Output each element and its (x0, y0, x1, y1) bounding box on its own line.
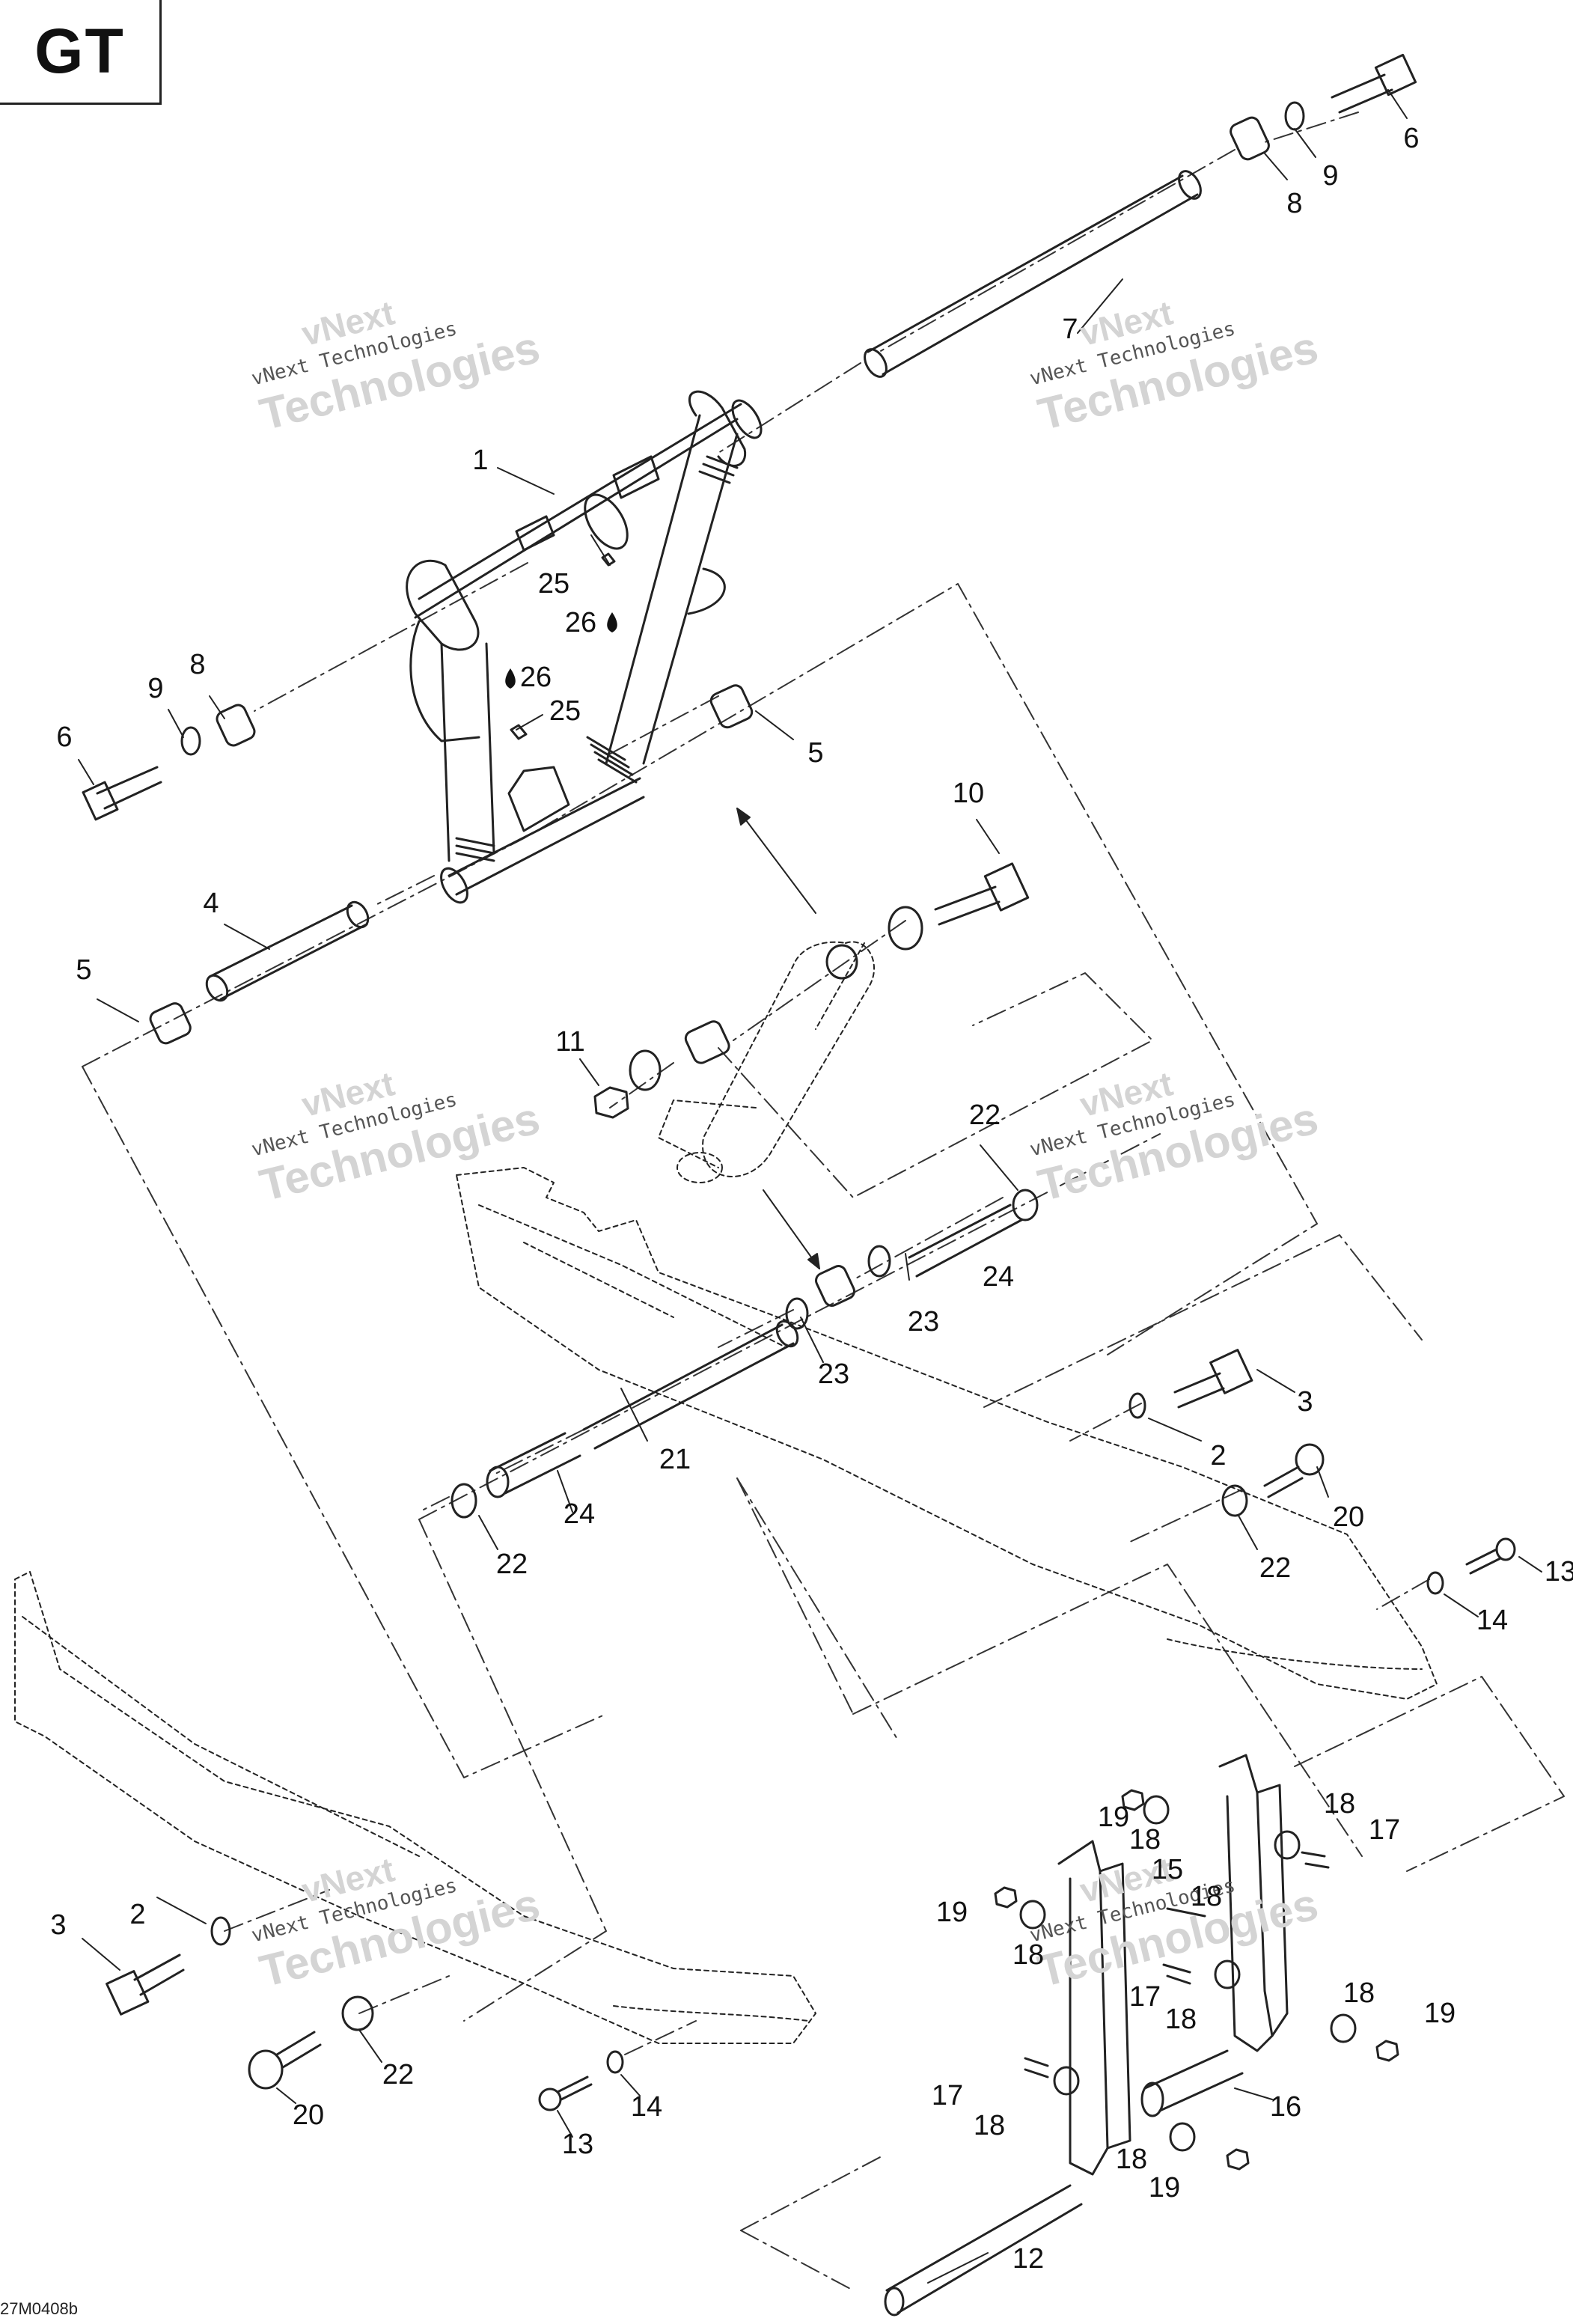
callout-15: 15 (1151, 1854, 1184, 1885)
callout-26: 26 (564, 607, 597, 638)
callout-3: 3 (1297, 1386, 1313, 1418)
rear-arm-shaft (450, 1189, 1039, 1519)
right-rail (456, 1167, 1438, 1700)
callout-14: 14 (630, 2091, 663, 2123)
callout-25: 25 (549, 695, 581, 727)
drawing-id: 27M0408b (0, 2299, 78, 2318)
callout-4: 4 (203, 888, 219, 919)
callout-2: 2 (1210, 1440, 1227, 1471)
callout-13: 13 (561, 2129, 594, 2160)
callout-21: 21 (659, 1444, 691, 1475)
callout-19: 19 (935, 1897, 968, 1928)
callout-18: 18 (1343, 1977, 1375, 2009)
callout-13: 13 (1544, 1556, 1573, 1588)
callout-16: 16 (1269, 2091, 1302, 2123)
upper-shaft (864, 170, 1202, 378)
rear-links (884, 1754, 1399, 2317)
grease-drop-icon (607, 612, 617, 632)
shock-eyelet (825, 944, 858, 980)
callout-19: 19 (1097, 1802, 1130, 1833)
direction-arrows (736, 808, 820, 1269)
left-rail (14, 1571, 816, 2044)
callout-18: 18 (1012, 1939, 1045, 1971)
callout-23: 23 (907, 1306, 940, 1338)
callout-9: 9 (1322, 160, 1339, 192)
lower-left-hardware (106, 1349, 1516, 2111)
callout-14: 14 (1476, 1605, 1509, 1636)
callout-19: 19 (1148, 2172, 1181, 2203)
callout-17: 17 (1368, 1814, 1401, 1846)
callout-17: 17 (931, 2080, 964, 2111)
model-label: GT (34, 16, 125, 86)
callout-25: 25 (537, 568, 570, 600)
callout-18: 18 (1115, 2144, 1148, 2175)
callout-10: 10 (952, 778, 985, 809)
assembly-guide-lines (82, 112, 1565, 2291)
callout-18: 18 (1190, 1881, 1223, 1912)
callout-26: 26 (519, 662, 552, 693)
front-arm-assembly (406, 390, 763, 904)
callout-6: 6 (1403, 123, 1420, 154)
grease-drop-icon (505, 668, 516, 689)
callout-19: 19 (1423, 1998, 1456, 2029)
callout-5: 5 (76, 954, 92, 986)
grease-drop-icons (505, 612, 617, 689)
callout-8: 8 (189, 649, 206, 680)
callout-8: 8 (1286, 188, 1303, 219)
callout-22: 22 (1259, 1552, 1292, 1584)
callout-6: 6 (56, 722, 73, 753)
callout-2: 2 (129, 1899, 146, 1930)
callout-9: 9 (147, 673, 164, 704)
callout-18: 18 (1128, 1824, 1161, 1855)
callout-24: 24 (982, 1261, 1015, 1293)
callout-5: 5 (807, 737, 824, 769)
lower-shaft (205, 900, 370, 1002)
callout-3: 3 (50, 1909, 67, 1941)
callout-1: 1 (472, 445, 489, 476)
callout-23: 23 (817, 1358, 850, 1390)
callout-18: 18 (973, 2110, 1006, 2141)
callout-12: 12 (1012, 2243, 1045, 2275)
callout-22: 22 (968, 1100, 1001, 1131)
callout-11: 11 (555, 1026, 585, 1058)
callout-20: 20 (1332, 1501, 1365, 1533)
callout-18: 18 (1323, 1788, 1356, 1820)
callout-7: 7 (1062, 314, 1078, 345)
callout-17: 17 (1128, 1981, 1161, 2013)
model-label-box: GT (0, 0, 162, 105)
small-hardware (82, 53, 1417, 1119)
callout-22: 22 (495, 1549, 528, 1580)
callout-22: 22 (382, 2059, 415, 2090)
callout-24: 24 (563, 1498, 596, 1530)
callout-20: 20 (292, 2099, 325, 2131)
leader-lines (78, 89, 1542, 2284)
callout-18: 18 (1164, 2004, 1197, 2035)
